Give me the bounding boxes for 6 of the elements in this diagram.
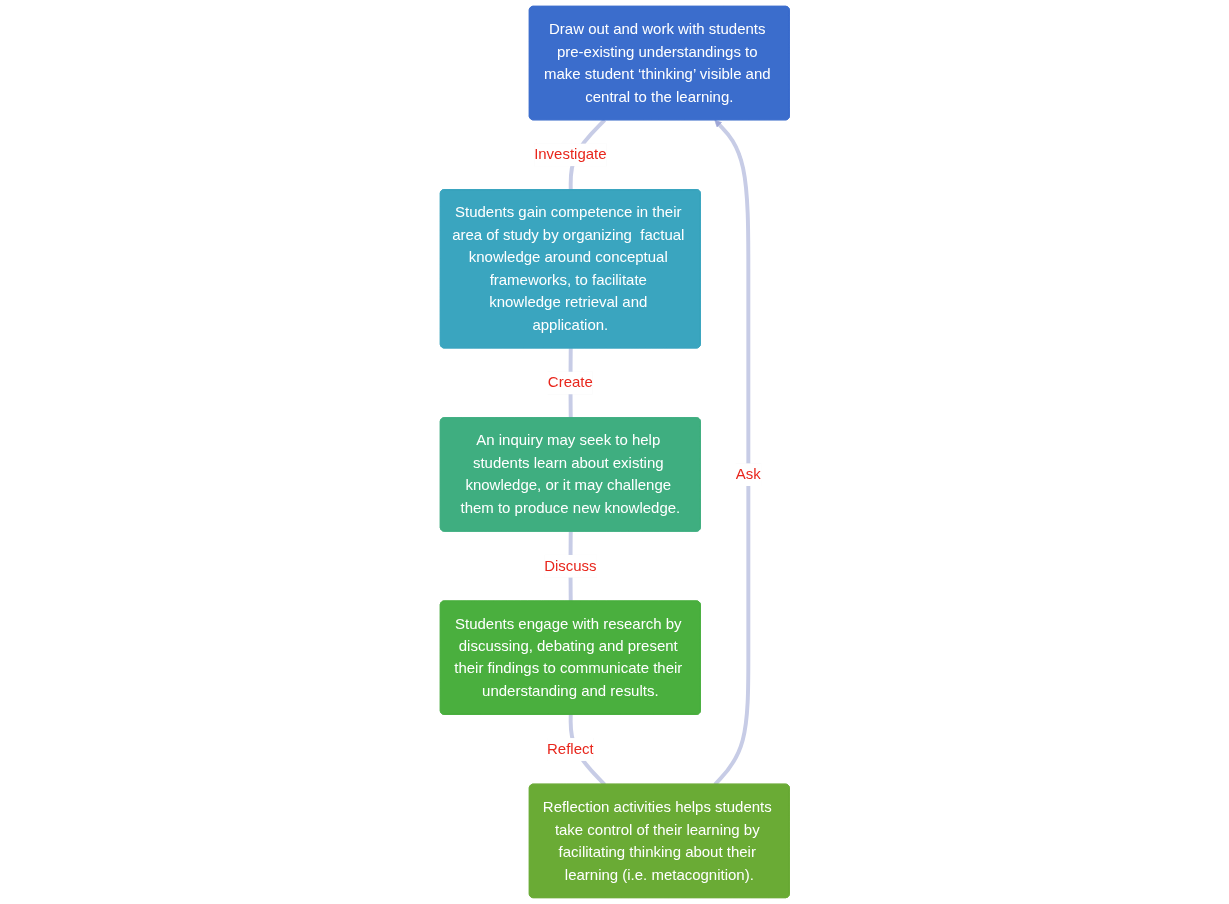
- edge-label: Discuss: [543, 557, 597, 574]
- edge-label: Create: [547, 373, 593, 391]
- edge-label: Ask: [735, 465, 761, 483]
- edge-label: Investigate: [533, 145, 607, 163]
- edge-label: Reflect: [546, 740, 594, 757]
- arrow: [713, 119, 750, 786]
